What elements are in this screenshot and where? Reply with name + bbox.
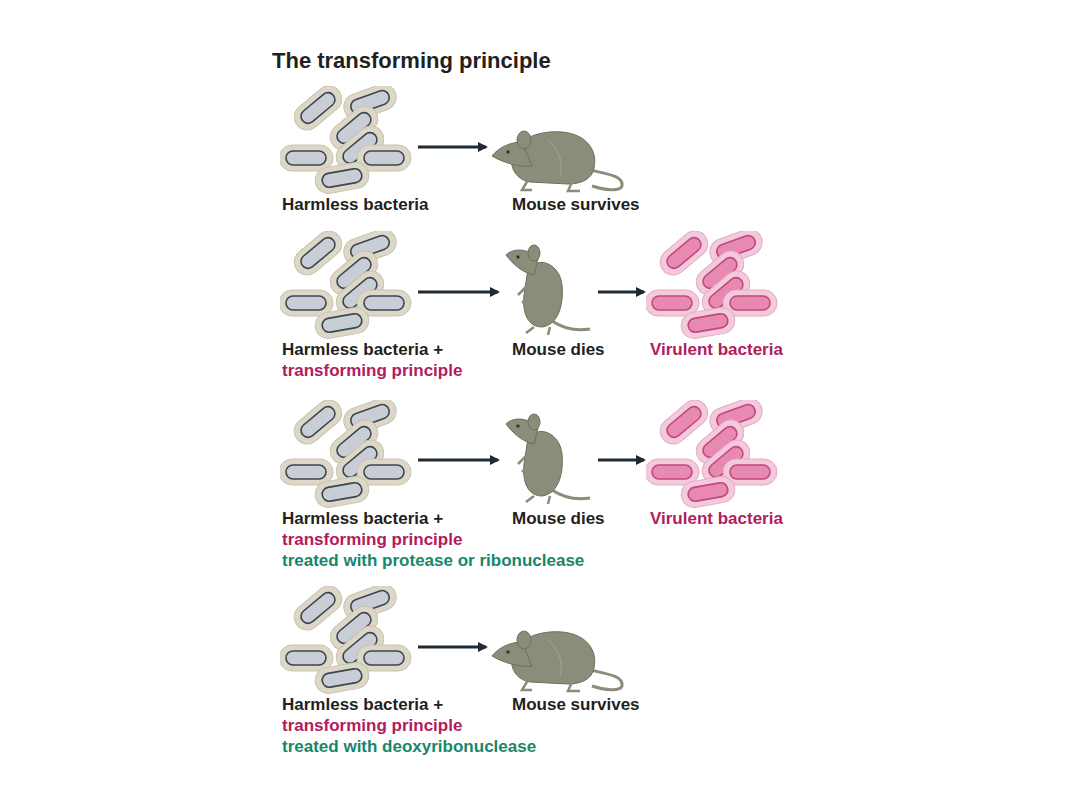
bacterium-rod <box>364 651 404 665</box>
diagram-title: The transforming principle <box>272 48 551 74</box>
caption-text: Mouse dies <box>500 508 605 529</box>
arrow-connector <box>598 291 644 294</box>
caption-text: Mouse survives <box>488 694 640 715</box>
bacteria-cluster <box>646 231 777 339</box>
bacterium-rod <box>364 465 404 479</box>
bacterium-rod <box>687 482 729 503</box>
bacterium-rod <box>652 465 692 479</box>
bacterium-rod <box>286 465 326 479</box>
arrow-connector <box>418 291 498 294</box>
mouse-figure <box>506 245 590 335</box>
bacterium-rod <box>286 151 326 165</box>
bacteria-cluster <box>280 231 411 339</box>
mouse-group: Mouse survives <box>488 118 640 215</box>
bacterium-rod <box>298 404 338 440</box>
bacteria-group: Virulent bacteria <box>646 231 783 360</box>
bacteria-cluster <box>280 586 411 694</box>
bacterium-rod <box>664 404 704 440</box>
caption-text: Virulent bacteria <box>646 339 783 360</box>
capsule <box>313 475 371 508</box>
capsule <box>280 145 333 171</box>
bacterium-rod <box>364 296 404 310</box>
illustration <box>488 118 630 194</box>
illustration <box>280 86 412 194</box>
bacteria-cluster <box>646 400 777 508</box>
caption-text: transforming principle <box>280 529 584 550</box>
capsule <box>646 290 699 316</box>
bacterium-rod <box>364 151 404 165</box>
capsule <box>679 475 737 508</box>
bacteria-group: Harmless bacteria +transforming principl… <box>280 586 536 757</box>
illustration <box>280 586 412 694</box>
caption-text: transforming principle <box>280 360 462 381</box>
mouse-group: Mouse dies <box>500 243 605 360</box>
bacterium-rod <box>286 296 326 310</box>
caption-text: Harmless bacteria <box>280 194 428 215</box>
illustration <box>646 231 778 339</box>
capsule <box>280 645 333 671</box>
illustration <box>280 400 412 508</box>
illustration <box>500 412 592 508</box>
caption-text: Harmless bacteria + <box>280 694 536 715</box>
arrow-connector <box>418 646 486 649</box>
mouse-figure <box>506 414 590 504</box>
bacterium-rod <box>321 668 363 689</box>
bacteria-group: Virulent bacteria <box>646 400 783 529</box>
bacteria-cluster <box>280 86 411 194</box>
bacterium-rod <box>321 482 363 503</box>
caption-text: transforming principle <box>280 715 536 736</box>
caption-text: Harmless bacteria + <box>280 339 462 360</box>
illustration <box>488 618 630 694</box>
bacterium-rod <box>730 296 770 310</box>
arrow-connector <box>418 146 486 149</box>
caption-text: treated with protease or ribonuclease <box>280 550 584 571</box>
bacteria-cluster <box>280 400 411 508</box>
illustration <box>646 400 778 508</box>
capsule <box>280 290 333 316</box>
bacteria-group: Harmless bacteria +transforming principl… <box>280 231 462 381</box>
bacterium-rod <box>286 651 326 665</box>
capsule <box>313 661 371 694</box>
capsule <box>646 459 699 485</box>
mouse-figure <box>492 631 622 691</box>
bacterium-rod <box>664 235 704 271</box>
caption-text: Mouse dies <box>500 339 605 360</box>
capsule <box>313 161 371 194</box>
bacterium-rod <box>730 465 770 479</box>
bacterium-rod <box>298 90 338 126</box>
capsule <box>679 306 737 339</box>
illustration <box>500 243 592 339</box>
capsule <box>313 306 371 339</box>
arrow-connector <box>418 459 498 462</box>
mouse-group: Mouse dies <box>500 412 605 529</box>
mouse-figure <box>492 131 622 191</box>
arrow-connector <box>598 459 644 462</box>
bacteria-group: Harmless bacteria <box>280 86 428 215</box>
illustration <box>280 231 412 339</box>
mouse-group: Mouse survives <box>488 618 640 715</box>
caption-text: Virulent bacteria <box>646 508 783 529</box>
capsule <box>280 459 333 485</box>
bacterium-rod <box>298 235 338 271</box>
caption-text: Mouse survives <box>488 194 640 215</box>
caption-text: treated with deoxyribonuclease <box>280 736 536 757</box>
bacterium-rod <box>321 168 363 189</box>
bacterium-rod <box>298 590 338 626</box>
bacterium-rod <box>321 313 363 334</box>
bacterium-rod <box>687 313 729 334</box>
bacterium-rod <box>652 296 692 310</box>
